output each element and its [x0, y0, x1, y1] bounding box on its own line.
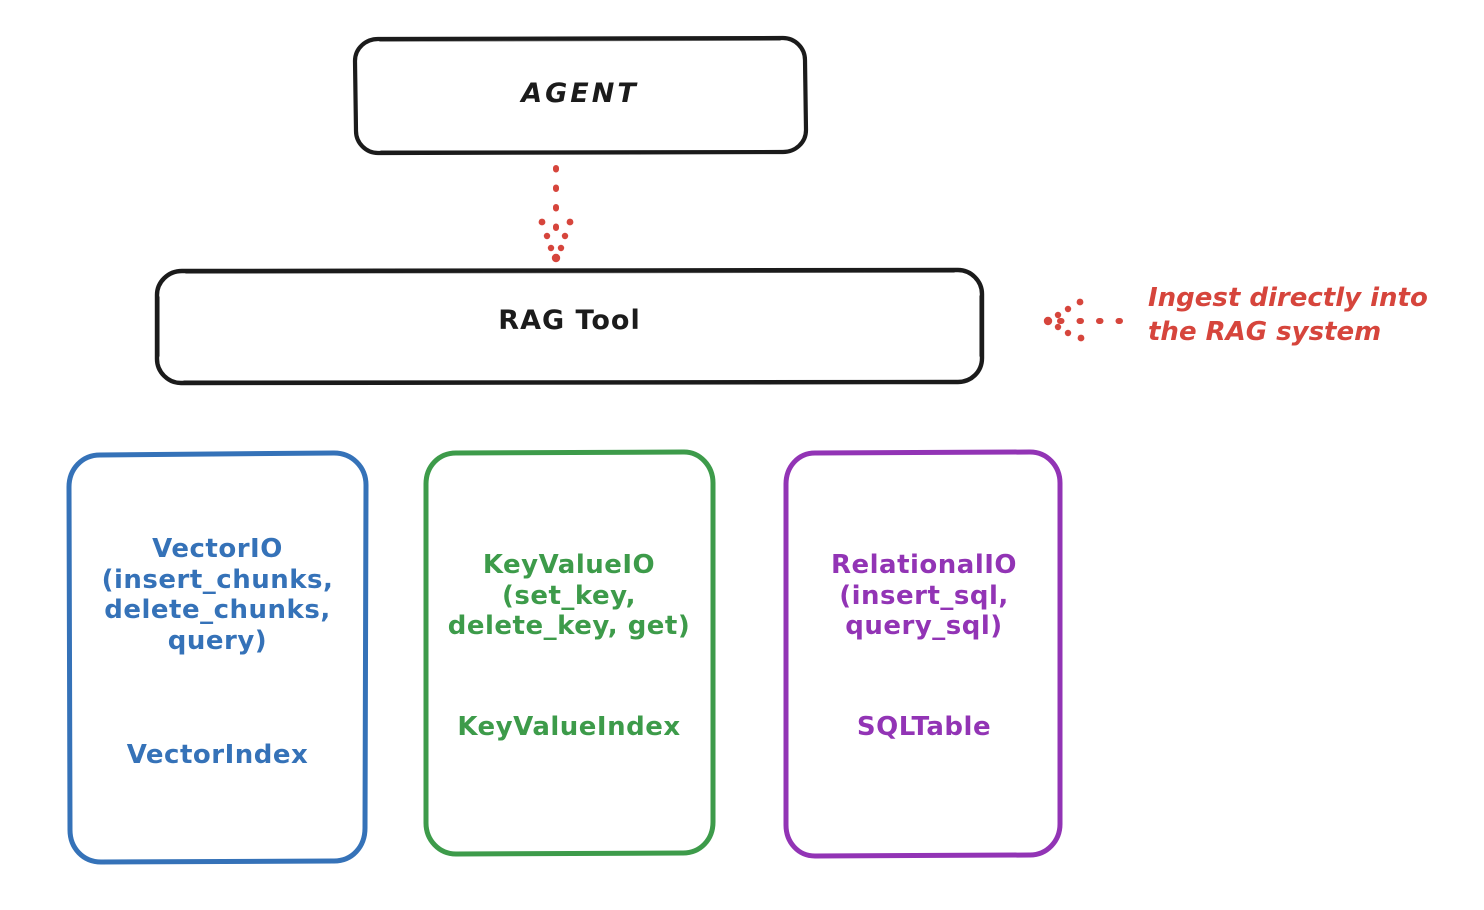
relational-io-box-outline	[783, 449, 1063, 859]
agent-box-sketch-overlay	[355, 39, 806, 152]
connector-note-to-rag-arrowhead	[1043, 298, 1085, 342]
keyvalue-io-node[interactable]	[423, 449, 716, 857]
rag-tool-box-outline	[154, 267, 985, 386]
ingest-annotation-text: Ingest directly into the RAG system	[1148, 283, 1428, 348]
keyvalue-io-box-outline	[423, 449, 716, 857]
connector-agent-to-rag-tool	[538, 165, 574, 263]
connector-agent-to-rag-arrowhead	[538, 218, 574, 263]
rag-tool-box-sketch-overlay	[158, 271, 981, 382]
vector-io-box-outline	[66, 450, 369, 865]
relational-io-node[interactable]	[783, 449, 1063, 859]
rag-tool-node[interactable]	[154, 267, 985, 386]
agent-node[interactable]	[352, 35, 809, 156]
connector-note-to-rag-tool	[1043, 298, 1135, 342]
agent-box-outline	[352, 35, 809, 156]
vector-io-node[interactable]	[66, 450, 369, 865]
